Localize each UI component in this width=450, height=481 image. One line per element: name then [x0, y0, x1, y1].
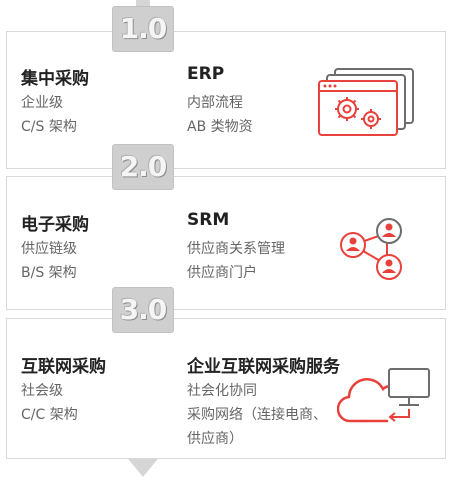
stage-1-right-title: ERP	[187, 64, 225, 84]
stage-2-left-title: 电子采购	[21, 215, 89, 235]
timeline-arrow-icon	[125, 455, 161, 477]
user-node-left	[340, 232, 366, 258]
stage-card-3: 互联网采购 社会级 C/C 架构 企业互联网采购服务 社会化协同 采购网络（连接…	[6, 318, 446, 459]
stage-2-right-title: SRM	[187, 210, 230, 230]
stage-3-right-line-3: 供应商）	[187, 431, 243, 447]
stage-3-right-title: 企业互联网采购服务	[187, 357, 340, 377]
stage-card-1: 集中采购 企业级 C/S 架构 ERP 内部流程 AB 类物资	[6, 31, 446, 169]
stage-1-right-line-2: AB 类物资	[187, 119, 253, 135]
stage-3-right-line-2: 采购网络（连接电商、	[187, 407, 327, 423]
user-node-top	[376, 218, 402, 244]
window-gears-icon	[318, 68, 414, 136]
stage-2-right-line-1: 供应商关系管理	[187, 241, 285, 257]
user-node-bottom	[376, 254, 402, 280]
stage-3-left-line-2: C/C 架构	[21, 407, 78, 423]
stage-2-left-line-2: B/S 架构	[21, 265, 77, 281]
stage-2-left-line-1: 供应链级	[21, 241, 77, 257]
user-network-icon	[340, 218, 402, 280]
stage-1-left-title: 集中采购	[21, 69, 89, 89]
stage-card-2: 电子采购 供应链级 B/S 架构 SRM 供应商关系管理 供应商门户	[6, 176, 446, 310]
stage-1-left-line-2: C/S 架构	[21, 119, 77, 135]
version-badge-2: 2.0	[112, 144, 174, 190]
stage-1-right-line-1: 内部流程	[187, 95, 243, 111]
stage-1-left-line-1: 企业级	[21, 95, 63, 111]
cloud-monitor-icon	[337, 368, 430, 423]
stage-3-left-line-1: 社会级	[21, 383, 63, 399]
version-badge-3: 3.0	[112, 287, 174, 333]
stage-3-left-title: 互联网采购	[21, 357, 106, 377]
version-badge-1: 1.0	[112, 6, 174, 52]
stage-3-right-line-1: 社会化协同	[187, 383, 257, 399]
stage-2-right-line-2: 供应商门户	[187, 265, 257, 281]
